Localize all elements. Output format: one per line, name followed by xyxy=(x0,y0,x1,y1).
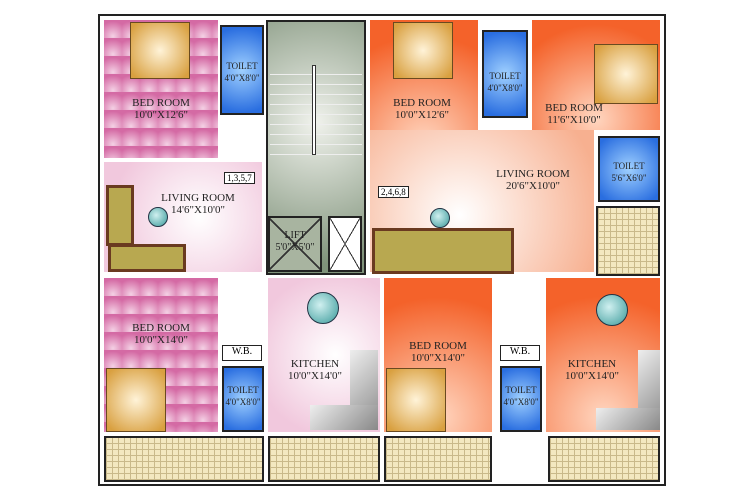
balcony xyxy=(268,436,380,482)
flat-numbers-left: 1,3,5,7 xyxy=(224,172,255,184)
kitchen-counter xyxy=(596,408,660,430)
stair-divider xyxy=(312,65,316,155)
sofa-set-icon xyxy=(372,228,514,274)
bed-icon xyxy=(106,368,166,432)
toilet-2 xyxy=(482,30,528,118)
balcony xyxy=(384,436,492,482)
toilet-4 xyxy=(222,366,264,432)
balcony xyxy=(548,436,660,482)
table-icon xyxy=(148,207,168,227)
bed-icon xyxy=(386,368,446,432)
balcony xyxy=(596,206,660,276)
stair-steps xyxy=(270,65,362,155)
bed-icon xyxy=(130,22,190,79)
armchairs-icon xyxy=(108,244,186,272)
duct xyxy=(328,216,362,272)
toilet-5 xyxy=(500,366,542,432)
dining-table-icon xyxy=(596,294,628,326)
sofa-icon xyxy=(106,185,134,246)
balcony xyxy=(104,436,264,482)
kitchen-counter xyxy=(310,405,378,430)
wash-basin-1: W.B. xyxy=(222,345,262,361)
wash-basin-2: W.B. xyxy=(500,345,540,361)
dining-table-icon xyxy=(307,292,339,324)
lift xyxy=(268,216,322,272)
table-icon xyxy=(430,208,450,228)
toilet-1 xyxy=(220,25,264,115)
flat-numbers-right: 2,4,6,8 xyxy=(378,186,409,198)
bed-icon xyxy=(594,44,658,104)
toilet-3 xyxy=(598,136,660,202)
bed-icon xyxy=(393,22,453,79)
